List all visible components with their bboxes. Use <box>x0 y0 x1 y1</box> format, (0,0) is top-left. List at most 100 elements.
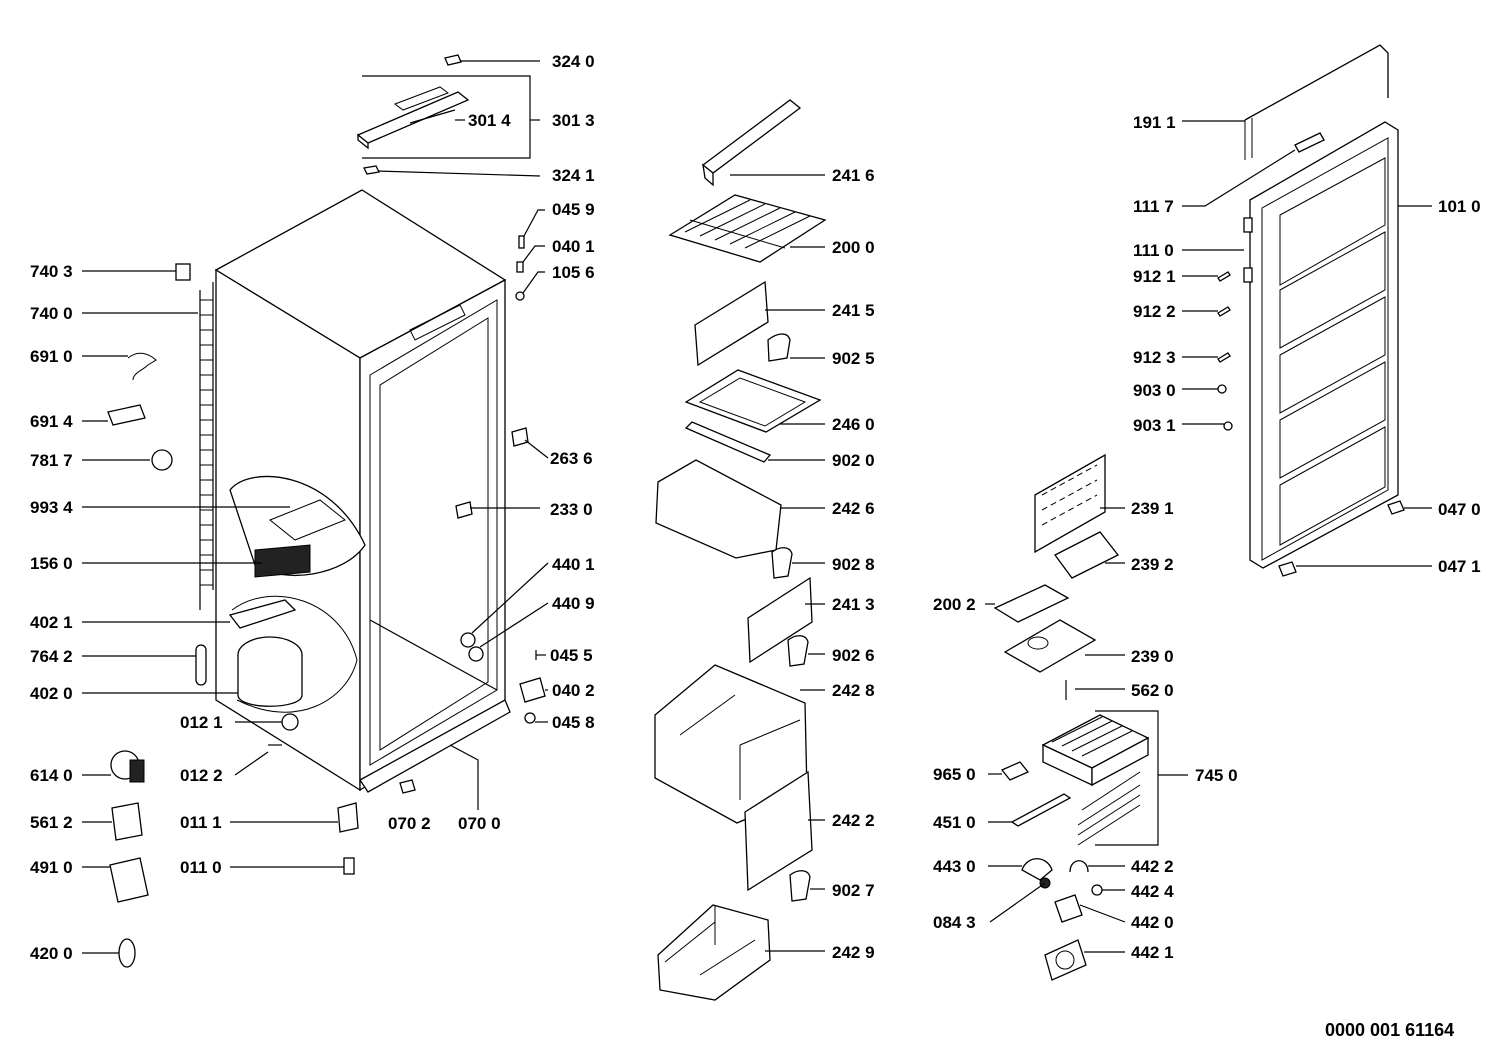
holder-443-0-part <box>1021 858 1053 881</box>
callout-047-0: 047 0 <box>1438 500 1481 519</box>
callout-402-0: 402 0 <box>30 684 73 703</box>
callout-965-0: 965 0 <box>933 765 976 784</box>
plug-440-9-part <box>468 646 484 662</box>
callout-440-9: 440 9 <box>552 594 595 613</box>
callout-241-6: 241 6 <box>832 166 875 185</box>
callout-242-2: 242 2 <box>832 811 875 830</box>
condenser-grid <box>199 282 214 610</box>
flap-242-2-part <box>744 770 813 892</box>
bracket-402-1-part <box>228 599 297 629</box>
basket-242-9-part <box>657 904 771 1001</box>
callout-912-2: 912 2 <box>1133 302 1176 321</box>
bracket-011-1-part <box>337 802 359 833</box>
callout-301-4: 301 4 <box>468 111 511 130</box>
bushing-105-6-part <box>515 291 525 301</box>
callout-740-0: 740 0 <box>30 304 73 323</box>
callout-191-1: 191 1 <box>1133 113 1176 132</box>
callout-745-0: 745 0 <box>1195 766 1238 785</box>
callout-239-2: 239 2 <box>1131 555 1174 574</box>
sensor-965-0-part <box>1000 761 1030 781</box>
callout-442-0: 442 0 <box>1131 913 1174 932</box>
door-101-0-part <box>1249 121 1399 569</box>
callout-239-1: 239 1 <box>1131 499 1174 518</box>
callout-912-1: 912 1 <box>1133 267 1176 286</box>
clip-691-4-part <box>107 404 146 426</box>
callout-902-7: 902 7 <box>832 881 875 900</box>
callout-101-0: 101 0 <box>1438 197 1481 216</box>
ring-442-4-part <box>1091 884 1103 896</box>
detail-circle-compressor <box>231 595 358 713</box>
pin-040-1-part <box>516 261 524 273</box>
cover-239-0-part <box>1003 619 1097 673</box>
cap-740-3-part <box>175 263 191 281</box>
callout-903-0: 903 0 <box>1133 381 1176 400</box>
callout-562-0: 562 0 <box>1131 681 1174 700</box>
callout-241-3: 241 3 <box>832 595 875 614</box>
diagram-reference-code: 0000 001 61164 <box>1325 1020 1454 1040</box>
callout-011-1: 011 1 <box>180 813 222 832</box>
callout-902-8: 902 8 <box>832 555 875 574</box>
callout-691-4: 691 4 <box>30 412 73 431</box>
callout-040-2: 040 2 <box>552 681 595 700</box>
control-strip-part <box>356 91 470 144</box>
hinge-040-2-part <box>519 677 546 703</box>
plug-440-1-part <box>460 632 476 648</box>
grommet-012-1-part <box>281 713 299 731</box>
callout-324-0: 324 0 <box>552 52 595 71</box>
callout-781-7: 781 7 <box>30 451 73 470</box>
label-111-7-part <box>1294 132 1325 153</box>
callout-105-6: 105 6 <box>552 263 595 282</box>
screw-912-1-part <box>1217 271 1231 282</box>
hinge-lower-part <box>1243 267 1253 283</box>
drawer-242-6-part <box>655 459 782 559</box>
callout-070-2: 070 2 <box>388 814 431 833</box>
switch-442-0-part <box>1054 894 1083 923</box>
frame-246-0-part <box>684 369 822 433</box>
callout-442-2: 442 2 <box>1131 857 1174 876</box>
screw-912-2-part <box>1217 306 1231 317</box>
callout-111-7: 111 7 <box>1133 197 1174 216</box>
callout-491-0: 491 0 <box>30 858 73 877</box>
callout-242-9: 242 9 <box>832 943 875 962</box>
callout-902-6: 902 6 <box>832 646 875 665</box>
hinge-upper-part <box>1243 217 1253 233</box>
callout-442-1: 442 1 <box>1131 943 1174 962</box>
callout-764-2: 764 2 <box>30 647 73 666</box>
washer-903-0-part <box>1217 384 1227 394</box>
capacitor-420-0-part <box>118 938 136 968</box>
callout-324-1: 324 1 <box>552 166 595 185</box>
flap-241-5-part <box>694 280 769 367</box>
heater-451-0-part <box>1010 793 1072 827</box>
door-shelf-241-6-part <box>701 99 802 174</box>
screw-011-0-part <box>343 857 355 875</box>
hinge-263-6-part <box>511 427 529 447</box>
callout-451-0: 451 0 <box>933 813 976 832</box>
drier-764-2-part <box>195 644 207 686</box>
hinge-902-7-part <box>789 870 811 902</box>
hinge-902-6-part <box>787 635 809 667</box>
clip-324-1-part <box>363 165 380 175</box>
callout-070-0: 070 0 <box>458 814 501 833</box>
callout-045-5: 045 5 <box>550 646 593 665</box>
callout-047-1: 047 1 <box>1438 557 1481 576</box>
callout-241-5: 241 5 <box>832 301 875 320</box>
callout-691-0: 691 0 <box>30 347 73 366</box>
fan-442-1-part <box>1044 939 1087 981</box>
gasket-191-1-part <box>1244 44 1389 121</box>
pin-047-0-part <box>1387 500 1405 515</box>
middle-parts: 241 6 200 0 241 5 902 5 246 0 902 0 242 … <box>654 99 875 1001</box>
top-control-strip-group: 324 0 301 4 301 3 324 1 <box>356 52 595 185</box>
callout-246-0: 246 0 <box>832 415 875 434</box>
callout-200-0: 200 0 <box>832 238 875 257</box>
washer-903-1-part <box>1223 421 1233 431</box>
callout-242-6: 242 6 <box>832 499 875 518</box>
callout-045-9: 045 9 <box>552 200 595 219</box>
callout-040-1: 040 1 <box>552 237 595 256</box>
callout-156-0: 156 0 <box>30 554 73 573</box>
callout-263-6: 263 6 <box>550 449 593 468</box>
left-callouts: 740 3 740 0 691 0 691 4 781 7 993 4 156 … <box>30 262 501 968</box>
base-strip-070-0 <box>359 699 511 793</box>
callout-902-5: 902 5 <box>832 349 875 368</box>
callout-902-0: 902 0 <box>832 451 875 470</box>
